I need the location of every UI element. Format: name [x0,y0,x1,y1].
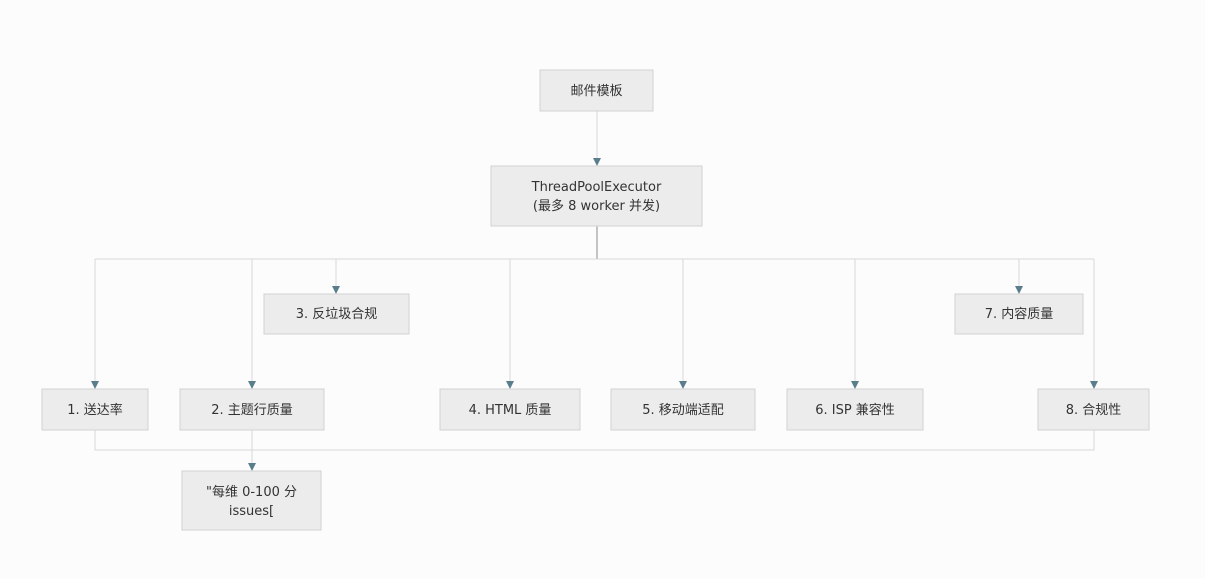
node-template: 邮件模板 [539,69,654,112]
node-executor-label-line2: (最多 8 worker 并发) [533,198,660,214]
node-isp-label: 6. ISP 兼容性 [815,402,895,418]
node-subject-quality-label: 2. 主题行质量 [211,403,293,418]
node-compliance: 8. 合规性 [1037,388,1150,431]
edges [94,111,1095,463]
node-html-quality: 4. HTML 质量 [439,388,581,431]
node-deliverability-label: 1. 送达率 [67,402,123,418]
node-content-quality-label: 7. 内容质量 [985,306,1054,322]
node-mobile: 5. 移动端适配 [610,388,756,431]
edge-collect-line [94,430,1095,451]
node-result-label-line1: "每维 0-100 分 [206,484,297,500]
arrowhead-compliance [1090,381,1098,389]
node-deliverability: 1. 送达率 [41,388,149,431]
node-template-label: 邮件模板 [570,84,622,99]
node-subject-quality: 2. 主题行质量 [179,388,325,431]
arrowhead-antispam [332,286,340,294]
arrowhead-content-quality [1015,286,1023,294]
node-executor-label-line1: ThreadPoolExecutor [531,180,662,195]
node-compliance-label: 8. 合规性 [1066,403,1122,418]
node-content-quality: 7. 内容质量 [954,293,1084,335]
node-result: "每维 0-100 分 issues[ [181,470,322,531]
arrowheads [91,158,1098,471]
arrowhead-deliverability [91,381,99,389]
arrowhead-executor [593,158,601,166]
node-antispam: 3. 反垃圾合规 [263,293,410,335]
arrowhead-result [248,463,256,471]
node-antispam-label: 3. 反垃圾合规 [296,307,378,322]
arrowhead-mobile [679,381,687,389]
node-mobile-label: 5. 移动端适配 [642,403,724,418]
node-html-quality-label: 4. HTML 质量 [469,403,552,418]
node-result-label-line2: issues[ [229,504,274,519]
arrowhead-html-quality [506,381,514,389]
arrowhead-subject-quality [248,381,256,389]
node-isp: 6. ISP 兼容性 [786,388,924,431]
arrowhead-isp [851,381,859,389]
node-executor: ThreadPoolExecutor (最多 8 worker 并发) [490,165,703,227]
